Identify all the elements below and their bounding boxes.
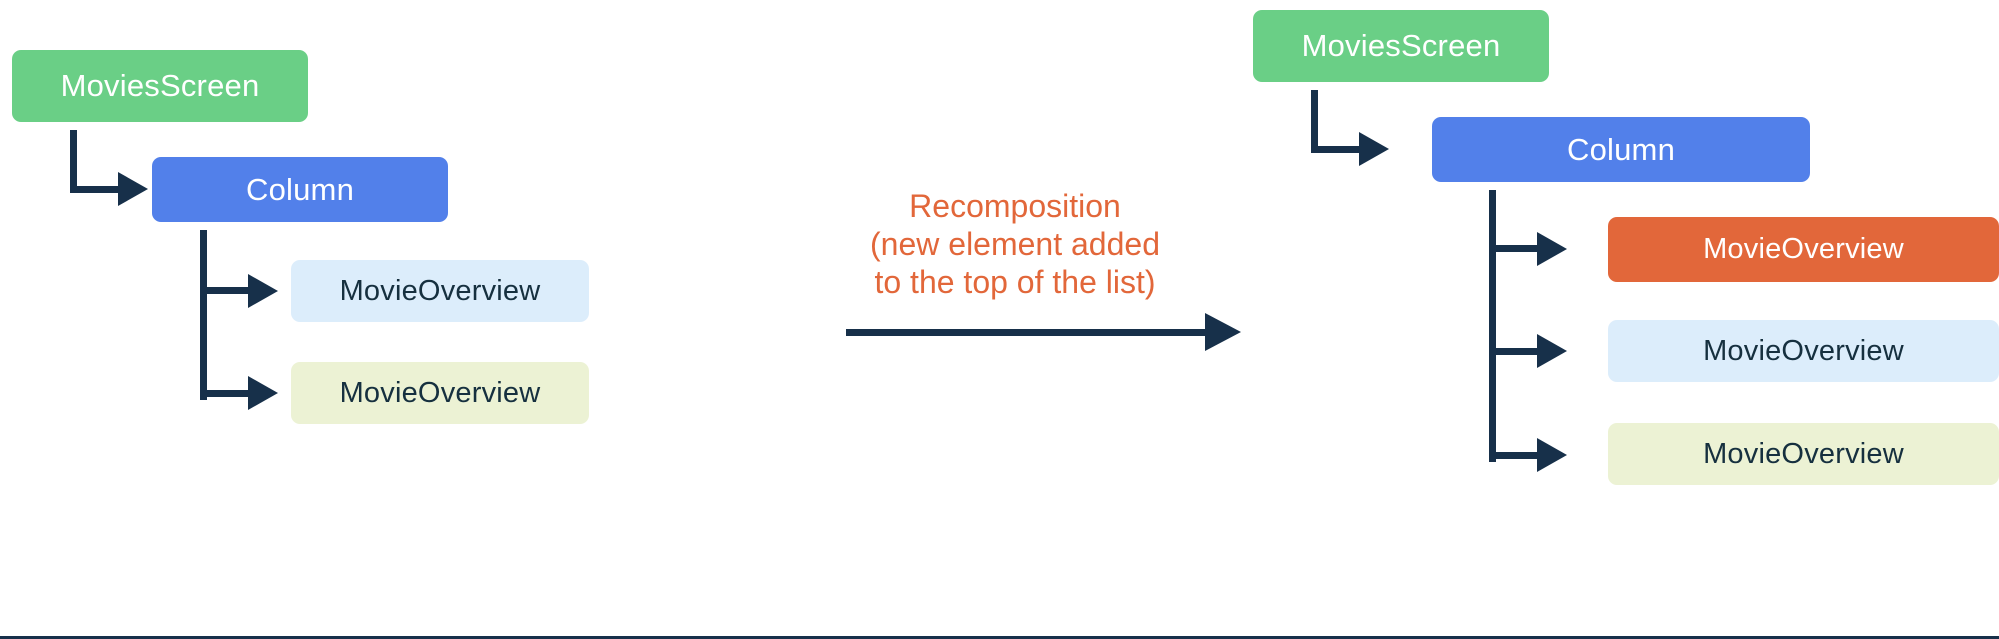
recomposition-caption-line-2: (new element added — [870, 226, 1160, 262]
right-arrowhead-child-2 — [1537, 334, 1567, 368]
transition-arrow-head — [1205, 313, 1241, 351]
left-arrowhead-child-2 — [248, 376, 278, 410]
recomposition-caption-line-3: to the top of the list) — [874, 264, 1156, 300]
recomposition-caption-line-1: Recomposition — [909, 188, 1121, 224]
left-connector-root-horizontal — [70, 186, 122, 193]
left-connector-spine — [200, 230, 207, 400]
right-node-movie-overview-3[interactable]: MovieOverview — [1608, 423, 1999, 485]
right-connector-root-horizontal — [1311, 146, 1363, 153]
transition-arrow-line — [846, 329, 1208, 336]
left-node-column[interactable]: Column — [152, 157, 448, 222]
right-arrowhead-root — [1359, 132, 1389, 166]
right-connector-root-vertical — [1311, 90, 1318, 152]
right-node-movie-overview-2[interactable]: MovieOverview — [1608, 320, 1999, 382]
left-connector-root-vertical — [70, 130, 77, 192]
left-node-movie-overview-2[interactable]: MovieOverview — [291, 362, 589, 424]
right-connector-branch-3 — [1489, 452, 1541, 459]
right-node-movies-screen[interactable]: MoviesScreen — [1253, 10, 1549, 82]
right-connector-spine — [1489, 190, 1496, 462]
left-connector-branch-2 — [200, 390, 252, 397]
bottom-divider — [0, 636, 1999, 639]
left-node-movie-overview-1[interactable]: MovieOverview — [291, 260, 589, 322]
left-connector-branch-1 — [200, 287, 252, 294]
right-connector-branch-1 — [1489, 245, 1541, 252]
right-arrowhead-child-3 — [1537, 438, 1567, 472]
left-arrowhead-child-1 — [248, 274, 278, 308]
left-node-movies-screen[interactable]: MoviesScreen — [12, 50, 308, 122]
right-arrowhead-child-1 — [1537, 232, 1567, 266]
right-connector-branch-2 — [1489, 348, 1541, 355]
left-arrowhead-root — [118, 172, 148, 206]
right-node-movie-overview-new[interactable]: MovieOverview — [1608, 217, 1999, 282]
right-node-column[interactable]: Column — [1432, 117, 1810, 182]
